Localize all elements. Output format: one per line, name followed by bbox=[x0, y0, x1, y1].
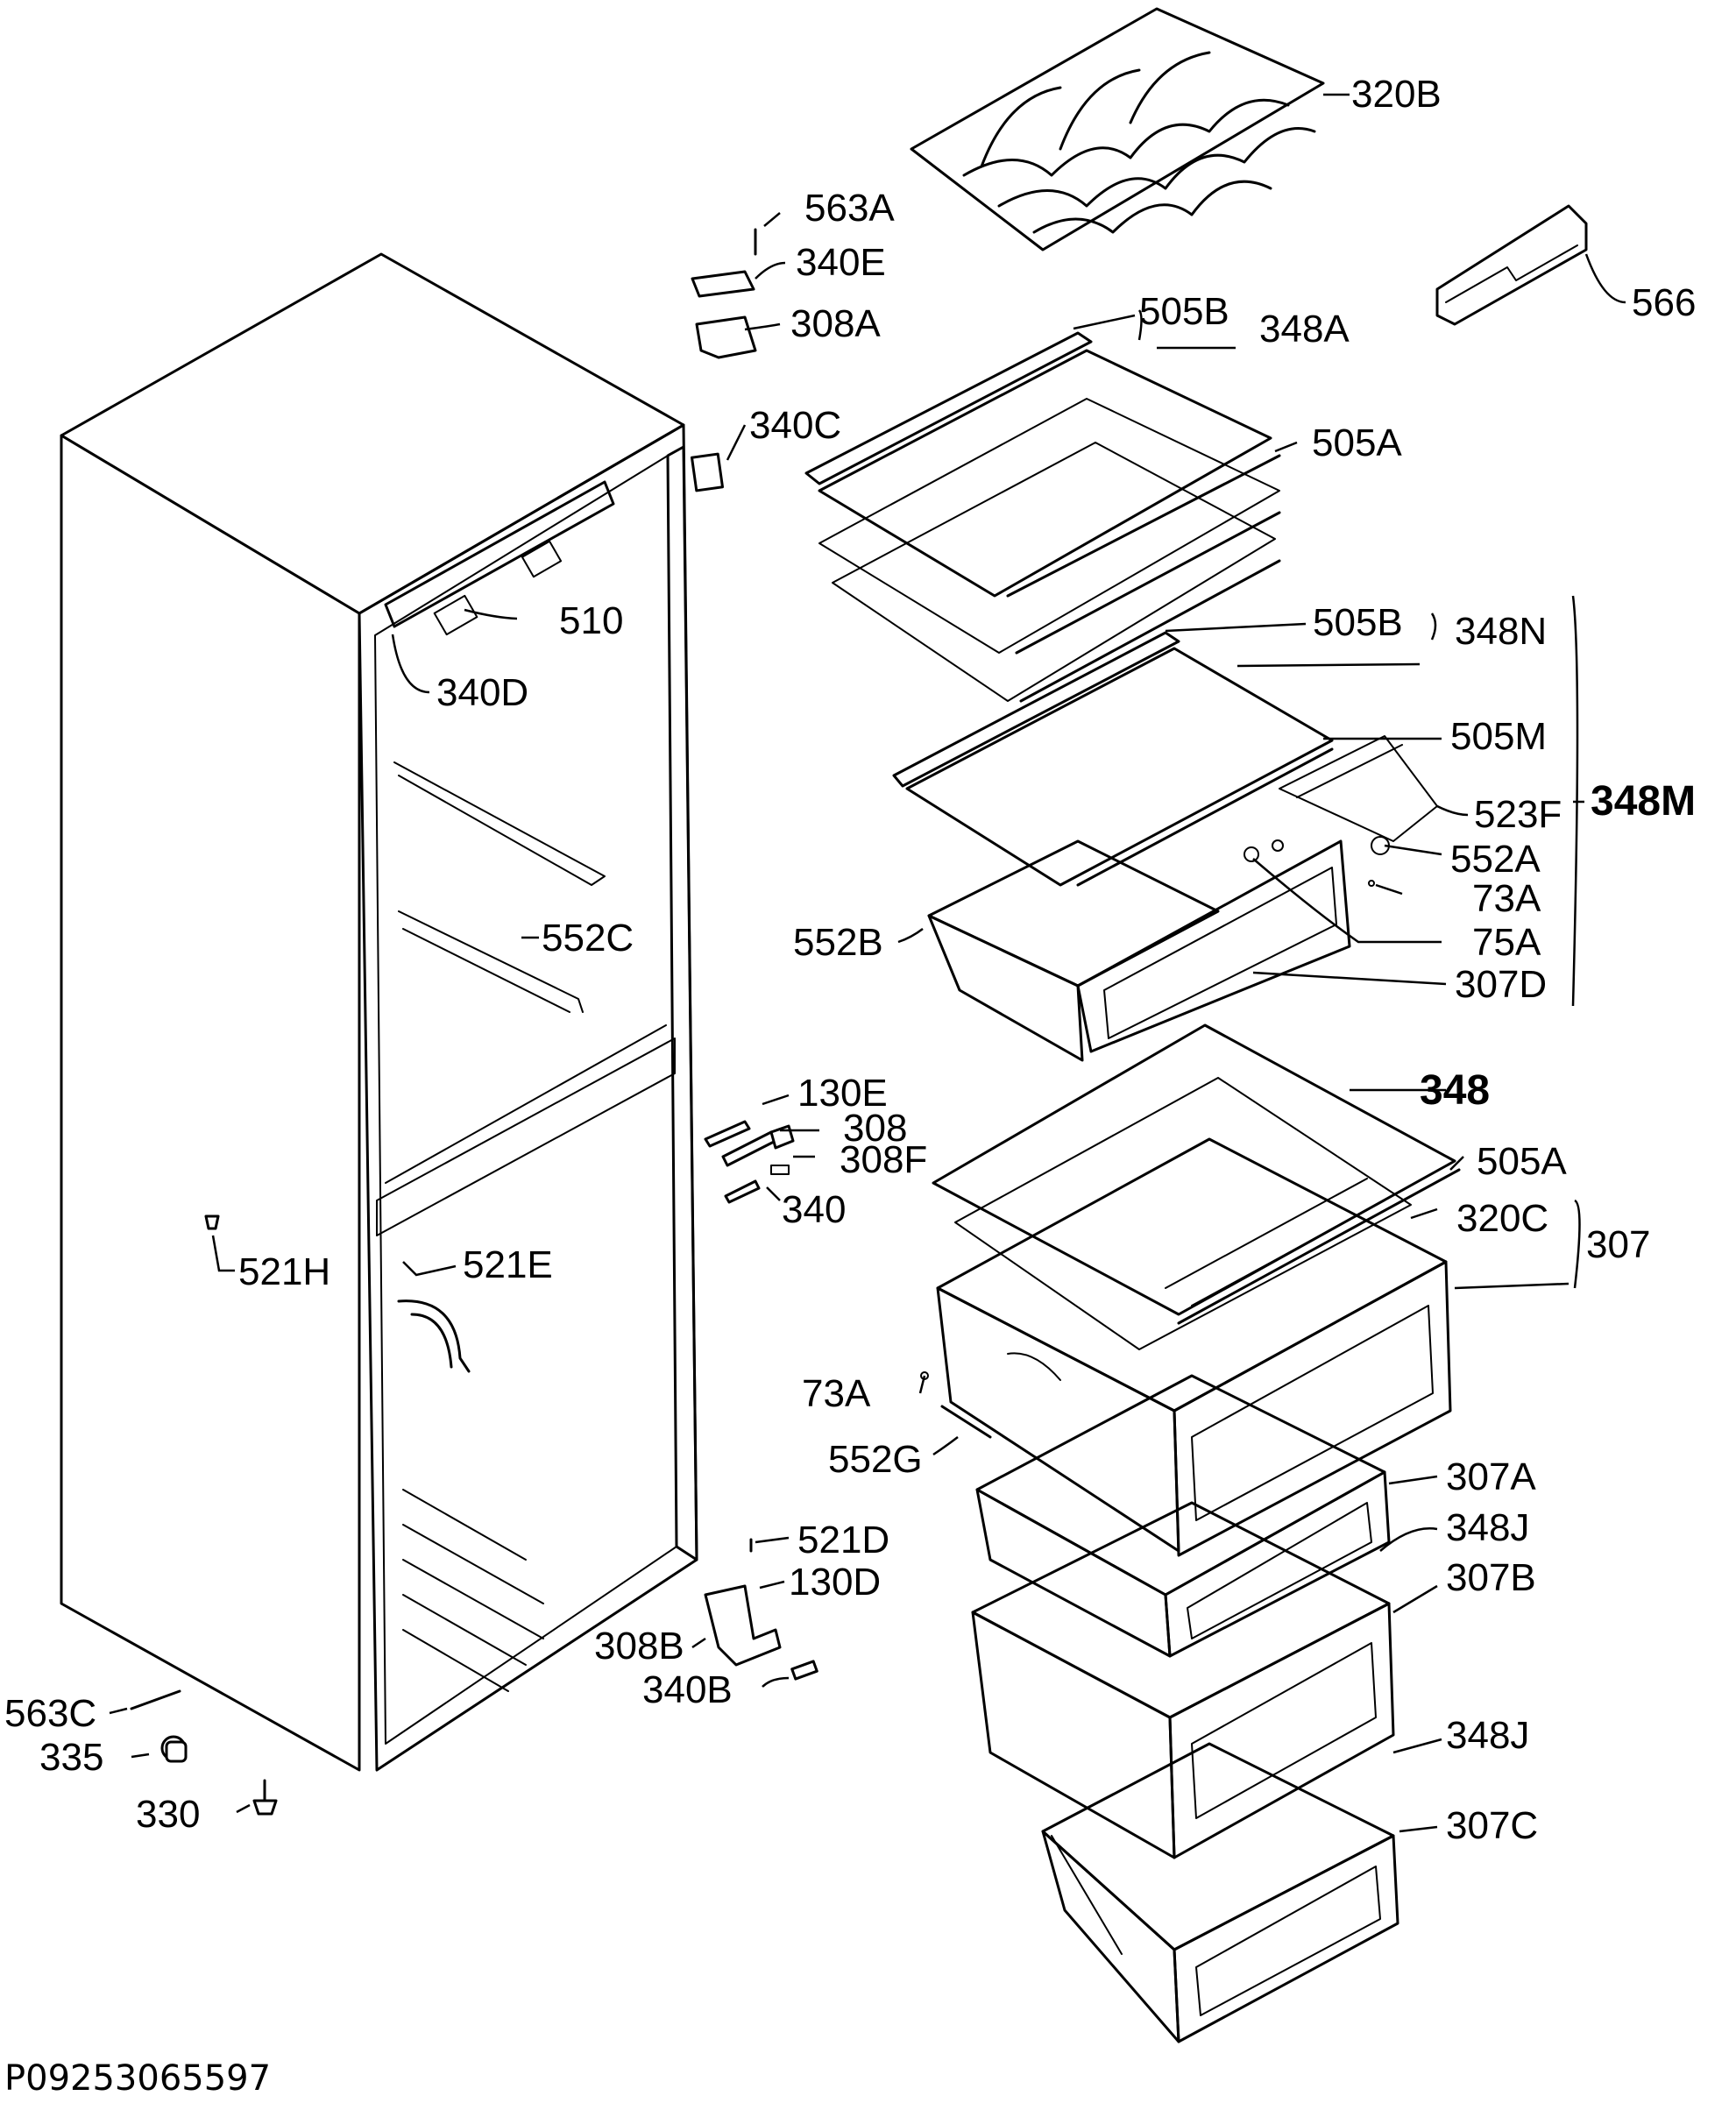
callout-552B: 552B bbox=[793, 921, 883, 964]
leader-lines bbox=[109, 93, 1626, 1833]
callout-307A: 307A bbox=[1446, 1455, 1536, 1498]
callout-308A: 308A bbox=[790, 302, 881, 345]
callout-552A: 552A bbox=[1450, 838, 1541, 881]
callout-552G: 552G bbox=[828, 1438, 923, 1481]
callout-308B: 308B bbox=[594, 1625, 684, 1668]
callout-348J-top: 348J bbox=[1446, 1506, 1529, 1549]
callout-523F: 523F bbox=[1474, 793, 1562, 836]
wine-rack bbox=[910, 7, 1325, 251]
callout-130E: 130E bbox=[797, 1072, 888, 1115]
bottom-hinge-parts bbox=[130, 1538, 818, 1816]
top-hinge-parts bbox=[691, 228, 757, 492]
mid-hinge-parts bbox=[704, 1120, 795, 1204]
callout-521D: 521D bbox=[797, 1519, 889, 1561]
callout-308: 308 bbox=[843, 1107, 907, 1150]
callout-307: 307 bbox=[1586, 1223, 1650, 1266]
callout-348M: 348M bbox=[1591, 778, 1696, 825]
freezer-drawers bbox=[920, 1023, 1461, 2043]
callout-75A: 75A bbox=[1472, 921, 1541, 964]
callout-130D: 130D bbox=[789, 1561, 881, 1604]
callout-340D: 340D bbox=[436, 671, 528, 714]
document-id: P09253065597 bbox=[4, 2058, 271, 2099]
callout-340C: 340C bbox=[749, 404, 841, 447]
callout-348: 348 bbox=[1420, 1067, 1490, 1114]
callout-73A-mid: 73A bbox=[802, 1372, 871, 1415]
glass-shelves bbox=[804, 331, 1438, 1062]
callout-566: 566 bbox=[1632, 281, 1696, 324]
bracket-566 bbox=[1435, 204, 1588, 326]
callout-340: 340 bbox=[782, 1188, 846, 1231]
callout-521E: 521E bbox=[463, 1243, 553, 1286]
callout-340E: 340E bbox=[796, 241, 886, 284]
callout-307B: 307B bbox=[1446, 1556, 1536, 1599]
callout-505A-top: 505A bbox=[1312, 421, 1402, 464]
callout-320C: 320C bbox=[1456, 1197, 1548, 1240]
fridge-cabinet bbox=[60, 252, 698, 1772]
callout-320B: 320B bbox=[1351, 73, 1442, 116]
callout-348J-bot: 348J bbox=[1446, 1714, 1529, 1757]
callout-505B-top: 505B bbox=[1139, 290, 1229, 333]
callout-505M: 505M bbox=[1450, 715, 1547, 758]
callout-330: 330 bbox=[136, 1793, 200, 1836]
callout-labels: 320B 566 563A 340E 308A 505B 348A 340C 5… bbox=[4, 73, 1696, 2099]
callout-510: 510 bbox=[559, 599, 623, 642]
callout-552C: 552C bbox=[542, 917, 634, 959]
callout-563C: 563C bbox=[4, 1692, 96, 1735]
callout-348N: 348N bbox=[1455, 610, 1547, 653]
callout-563A: 563A bbox=[804, 187, 895, 230]
callout-521H: 521H bbox=[238, 1250, 330, 1293]
callout-307D: 307D bbox=[1455, 963, 1547, 1006]
callout-505B-mid: 505B bbox=[1313, 601, 1403, 644]
callout-308F: 308F bbox=[840, 1138, 927, 1181]
callout-340B: 340B bbox=[642, 1668, 733, 1711]
callout-335: 335 bbox=[39, 1736, 103, 1779]
callout-307C: 307C bbox=[1446, 1804, 1538, 1847]
callout-505A-mid: 505A bbox=[1477, 1140, 1567, 1183]
callout-348A: 348A bbox=[1259, 308, 1350, 350]
callout-73A-top: 73A bbox=[1472, 877, 1541, 920]
